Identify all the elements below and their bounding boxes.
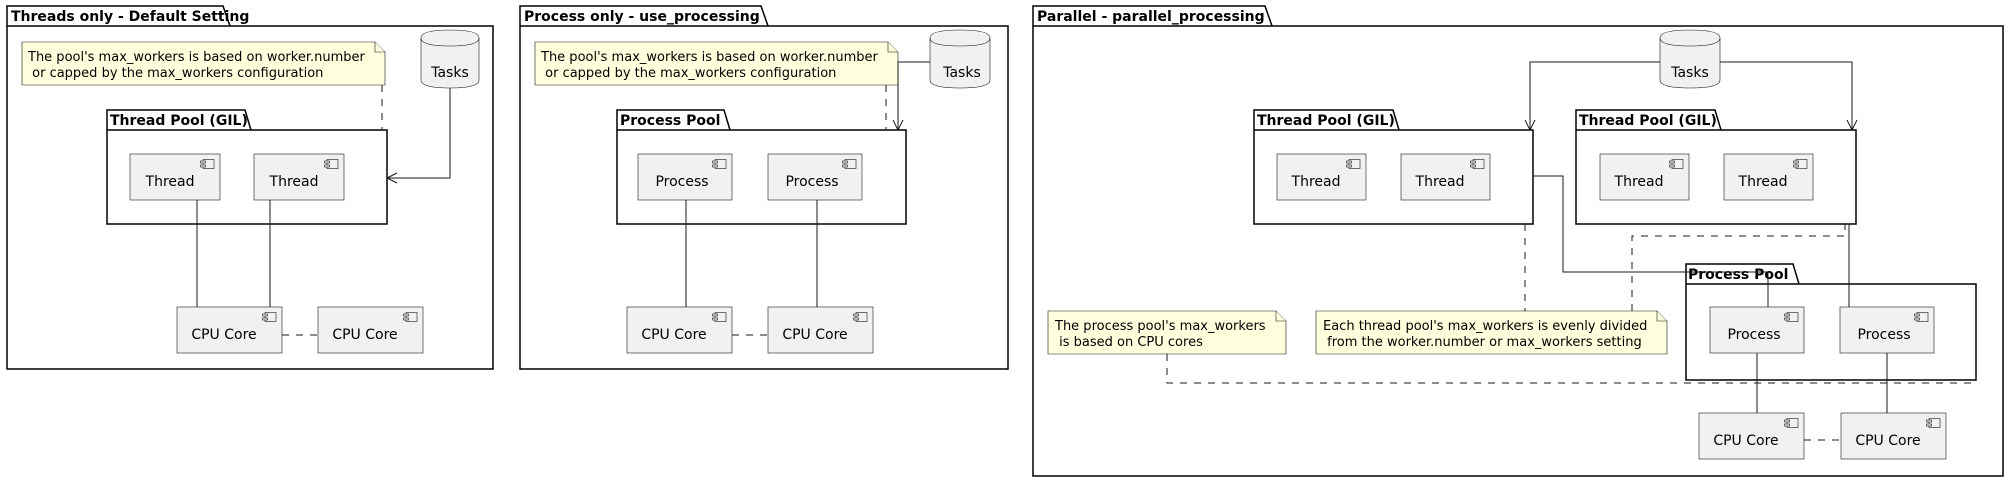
note-max-workers: The pool's max_workers is based on worke… [534, 41, 899, 86]
svg-text:is based on CPU cores: is based on CPU cores [1055, 335, 1203, 350]
svg-text:or capped by the max_workers c: or capped by the max_workers configurati… [28, 66, 323, 81]
cpu-core-component: CPU Core [767, 306, 874, 354]
svg-text:Thread: Thread [1291, 174, 1341, 190]
thread-pool-title: Thread Pool (GIL) [1579, 113, 1717, 129]
connectors [685, 61, 930, 336]
note-process-pool: The process pool's max_workers is based … [1047, 310, 1287, 355]
svg-text:CPU Core: CPU Core [332, 327, 397, 343]
process-component: Process [767, 153, 863, 201]
svg-text:Tasks: Tasks [430, 65, 469, 81]
note-max-workers: The pool's max_workers is based on worke… [21, 41, 386, 86]
svg-text:Thread: Thread [269, 174, 319, 190]
tasks-database: Tasks [929, 29, 991, 89]
thread-component: Thread [1723, 153, 1814, 201]
thread-component: Thread [1276, 153, 1367, 201]
svg-text:CPU Core: CPU Core [1855, 433, 1920, 449]
svg-text:CPU Core: CPU Core [1713, 433, 1778, 449]
svg-text:Process: Process [1727, 327, 1780, 343]
thread-pool-title: Thread Pool (GIL) [110, 113, 248, 129]
cpu-core-component: CPU Core [317, 306, 424, 354]
svg-text:Thread: Thread [1614, 174, 1664, 190]
svg-text:Thread: Thread [145, 174, 195, 190]
package-title: Threads only - Default Setting [11, 9, 249, 25]
thread-component: Thread [1400, 153, 1491, 201]
svg-text:CPU Core: CPU Core [782, 327, 847, 343]
process-pool-title: Process Pool [620, 113, 720, 129]
svg-text:The process pool's max_workers: The process pool's max_workers [1054, 319, 1266, 334]
connectors [196, 85, 451, 336]
svg-text:from the worker.number or max_: from the worker.number or max_workers se… [1323, 335, 1642, 350]
cpu-core-component: CPU Core [1840, 412, 1947, 460]
package-process-only: Process only - use_processing Process Po… [519, 5, 1009, 370]
package-parallel: Parallel - parallel_processing Thread Po… [1032, 5, 2004, 477]
svg-text:Process: Process [1857, 327, 1910, 343]
svg-text:The pool's max_workers is base: The pool's max_workers is based on worke… [27, 50, 366, 65]
package-title: Process only - use_processing [524, 9, 760, 25]
svg-text:Thread: Thread [1738, 174, 1788, 190]
cpu-core-component: CPU Core [626, 306, 733, 354]
thread-component: Thread [253, 153, 345, 201]
svg-text:or capped by the max_workers c: or capped by the max_workers configurati… [541, 66, 836, 81]
thread-pool-title: Thread Pool (GIL) [1257, 113, 1395, 129]
tasks-database: Tasks [1659, 29, 1721, 89]
connectors [1166, 61, 1977, 441]
process-component: Process [637, 153, 733, 201]
note-thread-pool: Each thread pool's max_workers is evenly… [1315, 310, 1668, 355]
package-title: Parallel - parallel_processing [1037, 9, 1265, 25]
svg-text:Each thread pool's max_workers: Each thread pool's max_workers is evenly… [1323, 319, 1647, 334]
thread-component: Thread [1599, 153, 1690, 201]
thread-component: Thread [129, 153, 221, 201]
process-pool-title: Process Pool [1688, 267, 1788, 283]
cpu-core-component: CPU Core [176, 306, 283, 354]
package-threads-only: Threads only - Default Setting Thread Po… [6, 5, 494, 370]
svg-text:CPU Core: CPU Core [641, 327, 706, 343]
package-frame [1032, 5, 2004, 477]
process-component: Process [1839, 306, 1935, 354]
svg-text:Tasks: Tasks [942, 65, 981, 81]
cpu-core-component: CPU Core [1698, 412, 1805, 460]
process-component: Process [1709, 306, 1805, 354]
svg-text:The pool's max_workers is base: The pool's max_workers is based on worke… [540, 50, 879, 65]
tasks-database: Tasks [420, 29, 480, 89]
svg-text:Thread: Thread [1415, 174, 1465, 190]
svg-text:Tasks: Tasks [1670, 65, 1709, 81]
svg-text:Process: Process [655, 174, 708, 190]
svg-text:CPU Core: CPU Core [191, 327, 256, 343]
svg-text:Process: Process [785, 174, 838, 190]
